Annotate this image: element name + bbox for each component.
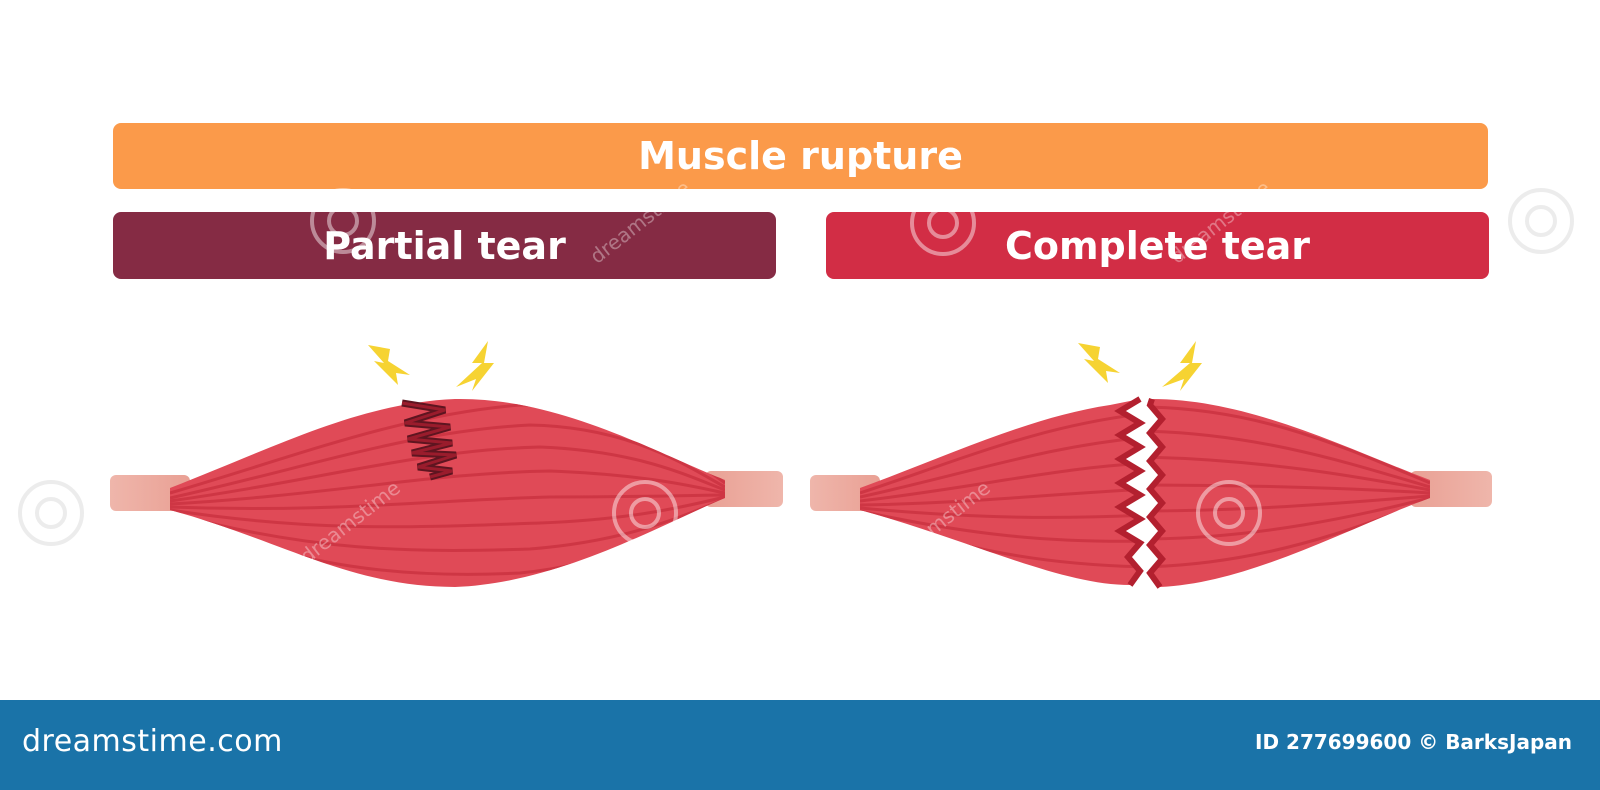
complete-tear-title: Complete tear [1004, 223, 1311, 268]
lightning-bolt-icon [456, 341, 494, 391]
lightning-bolt-icon [1078, 343, 1120, 383]
footer-bar: dreamstime.com ID 277699600 © BarksJapan [0, 700, 1600, 790]
right-tendon [1410, 471, 1492, 507]
main-title-banner: Muscle rupture [113, 123, 1488, 189]
watermark-swirl-icon [18, 480, 84, 546]
main-title: Muscle rupture [638, 134, 963, 178]
footer-image-credit: ID 277699600 © BarksJapan [1255, 730, 1572, 754]
watermark-swirl-icon [1508, 188, 1574, 254]
lightning-bolt-icon [1162, 341, 1202, 391]
complete-tear-banner: Complete tear [826, 212, 1489, 279]
partial-tear-title: Partial tear [323, 223, 566, 268]
muscle-left-segment [860, 396, 1146, 587]
footer-site-logo: dreamstime.com [22, 724, 283, 759]
muscle-right-segment [1146, 398, 1430, 589]
complete-tear-muscle-illustration [810, 341, 1492, 589]
partial-tear-banner: Partial tear [113, 212, 776, 279]
lightning-bolt-icon [368, 345, 410, 385]
partial-tear-muscle-illustration [110, 341, 783, 587]
